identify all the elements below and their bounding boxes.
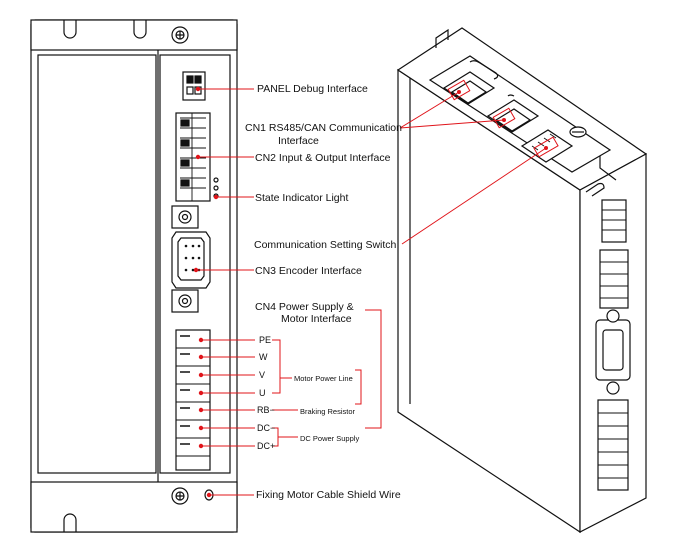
label-state-light: State Indicator Light: [255, 192, 349, 204]
isometric-view: [396, 27, 648, 534]
label-panel: PANEL Debug Interface: [257, 83, 368, 95]
label-dc-power-supply: DC Power Supply: [300, 434, 360, 443]
pin-label-dc-minus: DC−: [257, 423, 276, 433]
pin-label-dc-plus: DC+: [257, 441, 276, 451]
front-view: [30, 19, 238, 533]
label-comm-switch: Communication Setting Switch: [254, 239, 397, 251]
label-cn1: CN1 RS485/CAN Communication: [245, 122, 402, 134]
front-leader-lines: [198, 88, 382, 496]
label-motor-power-line: Motor Power Line: [294, 374, 353, 383]
pin-label-pe: PE: [259, 335, 272, 345]
label-cn4: CN4 Power Supply &: [255, 301, 354, 313]
label-braking-resistor: Braking Resistor: [300, 407, 356, 416]
pin-label-v: V: [259, 370, 266, 380]
label-cn1-cont: Interface: [278, 135, 319, 147]
label-cn4-cont: Motor Interface: [281, 313, 352, 325]
label-cn3: CN3 Encoder Interface: [255, 265, 362, 277]
label-shield-wire: Fixing Motor Cable Shield Wire: [256, 489, 401, 501]
front-callout-dots: [193, 86, 219, 498]
label-cn2: CN2 Input & Output Interface: [255, 152, 391, 164]
pin-label-u: U: [259, 388, 266, 398]
iso-callouts: [399, 79, 559, 245]
pin-label-rb: RB−: [257, 405, 275, 415]
pin-label-w: W: [259, 352, 268, 362]
